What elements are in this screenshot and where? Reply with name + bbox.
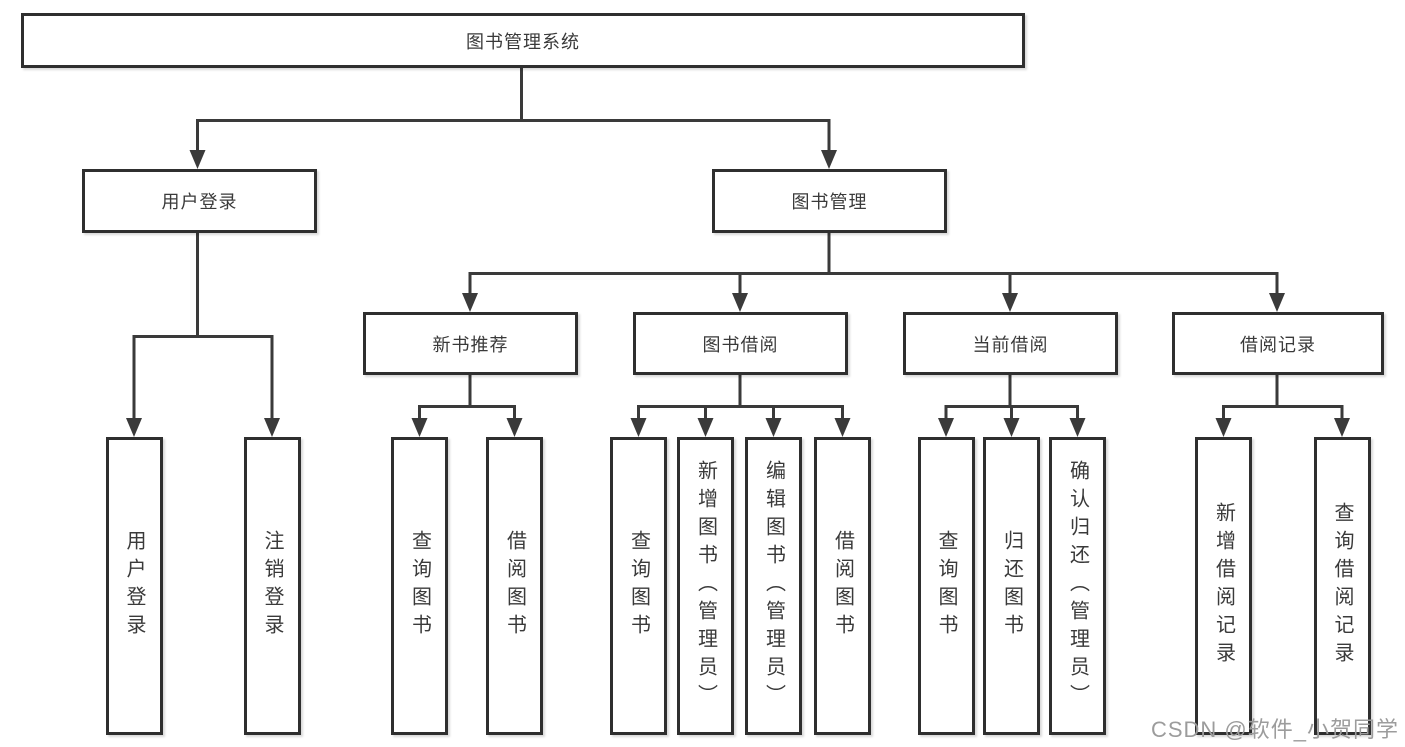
leaf-borrowing-edit-books-admin: 编辑图书（管理员） [745,437,802,735]
leaf-recommend-borrow-books: 借阅图书 [486,437,543,735]
leaf-records-query-borrow-record: 查询借阅记录 [1313,437,1371,735]
node-user-login: 用户登录 [82,169,317,233]
node-new-book-recommend: 新书推荐 [363,312,578,375]
leaf-borrowing-add-books-admin: 新增图书（管理员） [677,437,734,735]
leaf-records-add-borrow-record: 新增借阅记录 [1195,437,1252,735]
leaf-borrowing-borrow-books: 借阅图书 [814,437,871,735]
node-borrow-records: 借阅记录 [1172,312,1384,375]
node-book-borrowing: 图书借阅 [633,312,848,375]
node-root-library-system: 图书管理系统 [21,13,1025,68]
leaf-user-login: 用户登录 [105,437,163,735]
leaf-recommend-query-books: 查询图书 [391,437,448,735]
leaf-current-query-books: 查询图书 [917,437,975,735]
node-current-borrowing: 当前借阅 [903,312,1118,375]
leaf-current-return-books: 归还图书 [983,437,1040,735]
leaf-logout: 注销登录 [243,437,301,735]
leaf-current-confirm-return-admin: 确认归还（管理员） [1049,437,1106,735]
node-book-management: 图书管理 [712,169,947,233]
csdn-watermark: CSDN @软件_小贺同学 [1150,717,1399,742]
leaf-borrowing-query-books: 查询图书 [610,437,667,735]
